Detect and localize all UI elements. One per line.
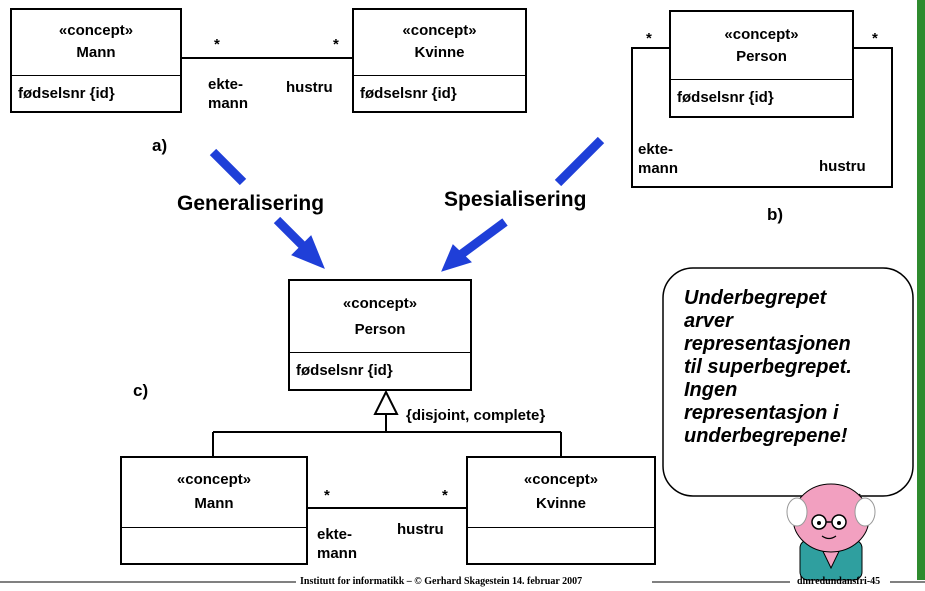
role-ektemann: ekte- mann: [317, 525, 357, 563]
bubble-line: representasjon i: [684, 402, 839, 424]
bubble-line: arver: [684, 310, 733, 332]
role-line-2: mann: [208, 95, 249, 112]
multiplicity-right: *: [442, 487, 448, 504]
concept-name: Mann: [194, 495, 234, 512]
role-hustru: hustru: [397, 521, 444, 538]
bubble-line: representasjonen: [684, 333, 851, 355]
concept-person-c: «concept» Person fødselsnr {id}: [288, 279, 472, 391]
spesialisering-label: Spesialisering: [444, 188, 587, 211]
attribute: fødselsnr {id}: [677, 89, 774, 106]
concept-mann-a: «concept» Mann fødselsnr {id}: [10, 8, 182, 113]
concept-header: «concept» Kvinne: [354, 10, 525, 76]
generalization-triangle: [373, 389, 399, 415]
attribute: fødselsnr {id}: [360, 85, 457, 102]
multiplicity-left: *: [214, 36, 220, 53]
concept-kvinne-c: «concept» Kvinne: [466, 456, 656, 565]
role-ektemann: ekte- mann: [208, 75, 248, 113]
bubble-line: underbegrepene!: [684, 425, 848, 447]
bubble-line: Ingen: [684, 379, 738, 401]
constraint-label: {disjoint, complete}: [406, 407, 546, 424]
concept-name: Mann: [76, 44, 116, 61]
bubble-text: Underbegrepet arver representasjonen til…: [684, 287, 852, 448]
multiplicity-left: *: [646, 30, 652, 47]
role-ektemann: ekte- mann: [638, 140, 678, 178]
concept-name: Person: [736, 48, 787, 65]
concept-header: «concept» Person: [671, 12, 852, 80]
concept-header: «concept» Mann: [122, 458, 306, 528]
concept-kvinne-a: «concept» Kvinne fødselsnr {id}: [352, 8, 527, 113]
stereotype: «concept»: [724, 26, 799, 43]
footer-credit: Institutt for informatikk – © Gerhard Sk…: [300, 576, 583, 587]
part-label-b: b): [767, 205, 784, 224]
role-hustru: hustru: [819, 158, 866, 175]
part-label-a: a): [152, 136, 168, 155]
bubble-line: til superbegrepet.: [684, 356, 852, 378]
stereotype: «concept»: [342, 295, 418, 312]
role-line-1: ekte-: [317, 526, 353, 543]
role-line-1: ekte-: [638, 141, 674, 158]
concept-header: «concept» Person: [290, 281, 470, 353]
multiplicity-right: *: [872, 30, 878, 47]
professor-icon: [786, 483, 876, 581]
bubble-line: Underbegrepet: [684, 287, 827, 309]
spesialisering-arrow: [441, 136, 605, 272]
concept-name: Kvinne: [535, 495, 586, 512]
concept-header: «concept» Mann: [12, 10, 180, 76]
concept-mann-c: «concept» Mann: [120, 456, 308, 565]
part-label-c: c): [133, 381, 149, 400]
generalisering-label: Generalisering: [177, 192, 325, 215]
multiplicity-left: *: [324, 487, 330, 504]
concept-name: Person: [354, 321, 406, 338]
self-association-loop-b: [631, 47, 893, 188]
generalisering-arrow: [209, 148, 325, 269]
stereotype: «concept»: [402, 22, 477, 39]
role-line-2: mann: [638, 160, 679, 177]
concept-header: «concept» Kvinne: [468, 458, 654, 528]
green-sidebar: [917, 0, 925, 580]
multiplicity-right: *: [333, 36, 339, 53]
role-line-1: ekte-: [208, 76, 244, 93]
stereotype: «concept»: [58, 22, 134, 39]
concept-name: Kvinne: [414, 44, 465, 61]
stereotype: «concept»: [523, 471, 599, 488]
stereotype: «concept»: [176, 471, 252, 488]
attribute: fødselsnr {id}: [18, 85, 115, 102]
speech-bubble: [662, 267, 914, 497]
role-line-2: mann: [317, 545, 358, 562]
concept-person-b: «concept» Person fødselsnr {id}: [669, 10, 854, 118]
footer-slide-id: dmredundansfri-45: [797, 576, 881, 587]
attribute: fødselsnr {id}: [296, 362, 393, 379]
role-hustru: hustru: [286, 79, 333, 96]
